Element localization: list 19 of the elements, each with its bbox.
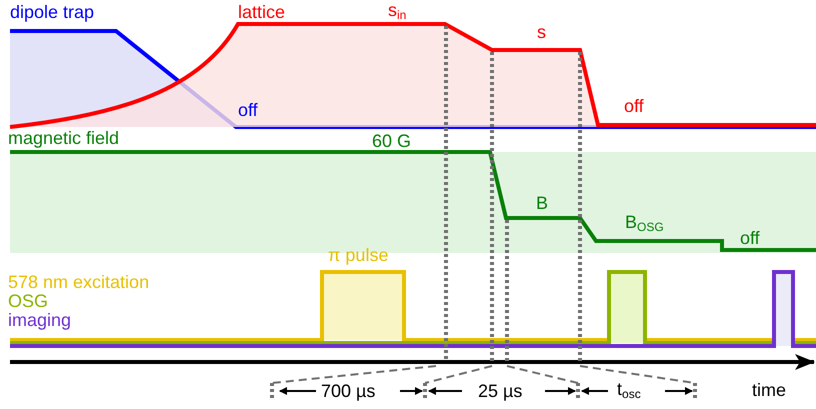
value-label: s$_{in}$: [388, 0, 406, 20]
trace-label: OSG: [8, 291, 48, 311]
value-label: s: [537, 22, 546, 42]
trace-label: imaging: [8, 310, 72, 330]
dimension-label: 25 µs: [478, 381, 522, 401]
trace-label: magnetic field: [8, 128, 120, 148]
trace-label: dipole trap: [10, 2, 94, 22]
value-label: 60 G: [372, 131, 412, 151]
trace-label: 578 nm excitation: [8, 272, 150, 292]
value-label: B: [536, 193, 548, 213]
trace-label: lattice: [238, 2, 286, 22]
pulse-label: π pulse: [328, 245, 388, 265]
value-label: off: [740, 228, 760, 248]
dimension-label: 700 µs: [321, 381, 376, 401]
value-label: B$_{OSG}$: [625, 212, 664, 232]
value-label: off: [238, 100, 258, 120]
axis-label: time: [752, 380, 786, 400]
value-label: off: [624, 96, 644, 116]
dimension-label: t$_{osc}$: [617, 379, 641, 399]
